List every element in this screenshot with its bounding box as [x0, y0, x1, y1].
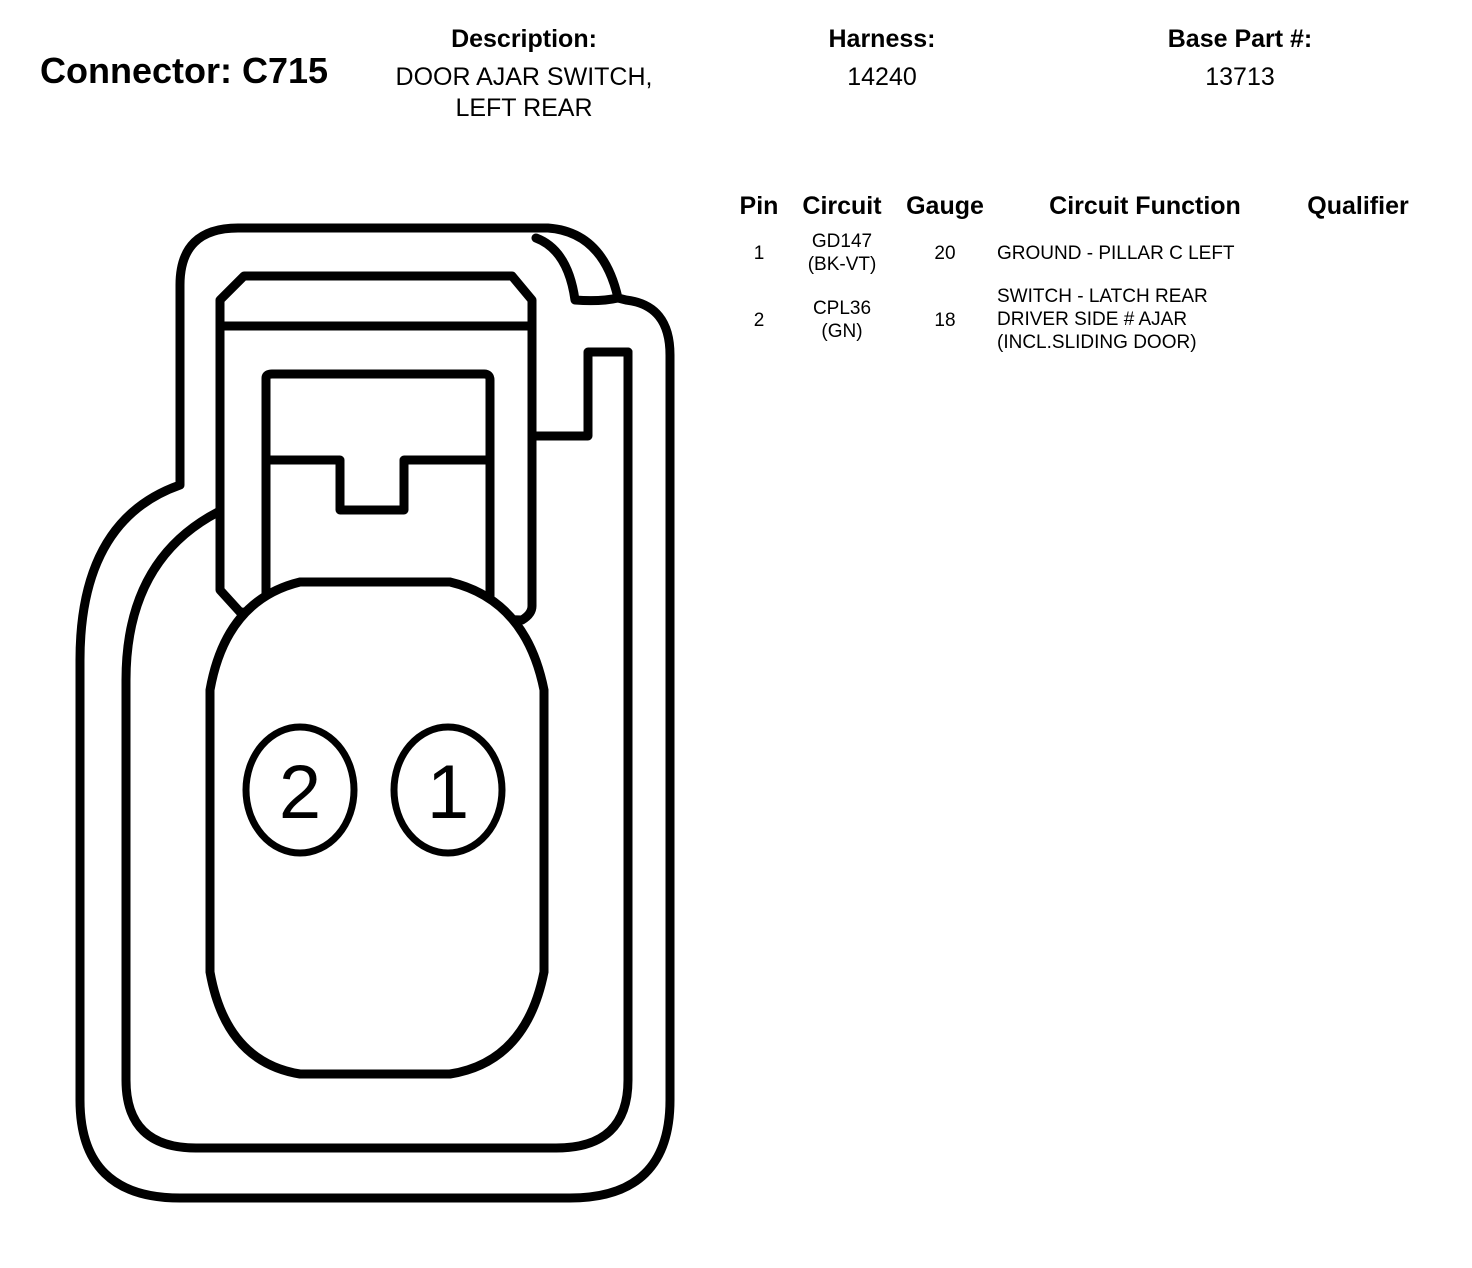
- table-row-2-circuit: CPL36 (GN): [790, 297, 894, 343]
- table-row-1-gauge: 20: [934, 243, 956, 264]
- connector-outer-shell: [75, 223, 675, 1203]
- connector-latch-slot: [527, 347, 633, 441]
- cavity-2-label: 2: [279, 750, 321, 835]
- table-row-1-circuit: GD147 (BK-VT): [790, 230, 894, 276]
- table-row-2-circuit-id: CPL36: [812, 298, 872, 319]
- table-row-2-function: SWITCH - LATCH REAR DRIVER SIDE # AJAR (…: [997, 285, 1208, 354]
- table-row-2-pin: 2: [753, 310, 765, 331]
- table-row-2-function-line-1: SWITCH - LATCH REAR: [997, 286, 1208, 307]
- table-header-gauge: Gauge: [906, 192, 984, 220]
- cavity-1: [390, 723, 506, 857]
- terminal-cavity-body: [205, 577, 549, 1079]
- cavity-2: [242, 723, 358, 857]
- connector-lock-block: [215, 271, 537, 625]
- table-header-pin: Pin: [739, 192, 779, 220]
- base-part-value: 13713: [1205, 63, 1275, 91]
- description-line-2: LEFT REAR: [455, 94, 593, 122]
- connector-latch-window: [261, 369, 495, 603]
- base-part-label: Base Part #:: [1167, 25, 1313, 53]
- connector-face-diagram: 2 1: [75, 223, 675, 1203]
- table-row-2-function-line-3: (INCL.SLIDING DOOR): [997, 332, 1197, 353]
- harness-label: Harness:: [828, 25, 936, 53]
- description-line-1: DOOR AJAR SWITCH,: [395, 63, 653, 91]
- connector-title: Connector: C715: [40, 50, 329, 91]
- description-label: Description:: [451, 25, 597, 53]
- table-row-1-circuit-id: GD147: [811, 231, 873, 252]
- description-value: DOOR AJAR SWITCH, LEFT REAR: [374, 62, 674, 124]
- table-row-2-circuit-color: (GN): [821, 321, 863, 342]
- cavity-1-label: 1: [427, 750, 469, 835]
- connector-latch-tab: [531, 233, 623, 306]
- connector-latch-notch: [263, 455, 493, 515]
- connector-inner-shell: [121, 347, 633, 1153]
- table-row-1-function: GROUND - PILLAR C LEFT: [997, 242, 1235, 265]
- table-row-1-function-line-1: GROUND - PILLAR C LEFT: [997, 243, 1235, 264]
- table-row-2-gauge: 18: [934, 310, 956, 331]
- table-row-1-pin: 1: [753, 243, 765, 264]
- table-header-circuit-function: Circuit Function: [1049, 192, 1241, 220]
- table-row-1-circuit-color: (BK-VT): [807, 254, 877, 275]
- table-row-2-function-line-2: DRIVER SIDE # AJAR: [997, 309, 1188, 330]
- table-header-circuit: Circuit: [802, 192, 882, 220]
- harness-value: 14240: [847, 63, 917, 91]
- table-header-qualifier: Qualifier: [1307, 192, 1409, 220]
